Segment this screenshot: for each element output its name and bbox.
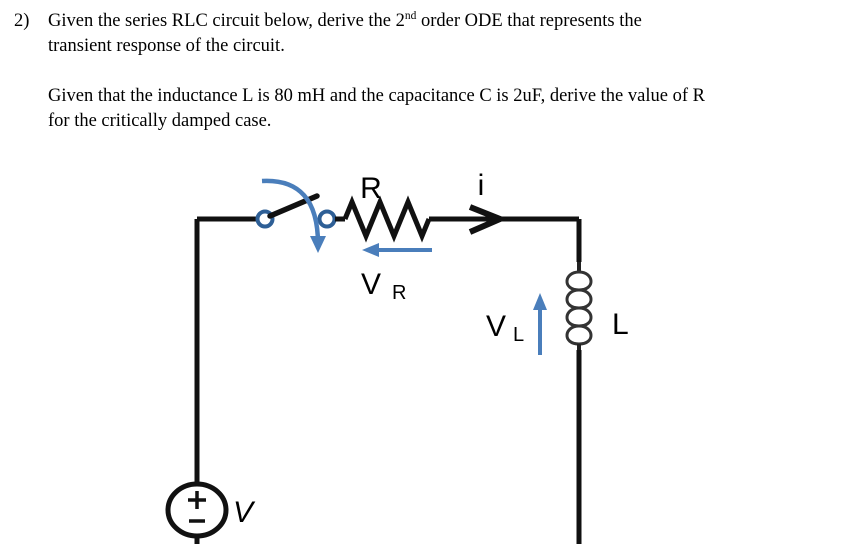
question-p1-superscript: nd xyxy=(404,9,417,22)
circuit-svg: V R xyxy=(165,169,629,544)
switch-arc-arrowhead xyxy=(310,236,326,253)
question-paragraph-2: Given that the inductance L is 80 mH and… xyxy=(48,84,838,134)
resistor-label: R xyxy=(360,172,382,205)
question-paragraph-1-line-2: transient response of the circuit. xyxy=(48,36,285,56)
resistor xyxy=(335,195,448,243)
question-paragraph-2-line-1: Given that the inductance L is 80 mH and… xyxy=(48,86,705,106)
question-p1-pre: Given the series RLC circuit below, deri… xyxy=(48,11,405,31)
inductor-voltage-label: V L xyxy=(486,310,524,346)
question-p1-post: order ODE that represents the xyxy=(416,11,642,31)
vl-label-sub: L xyxy=(513,324,524,346)
inductor xyxy=(565,262,593,352)
vl-label-main: V xyxy=(486,310,506,343)
question-block: 2) Given the series RLC circuit below, d… xyxy=(14,9,834,134)
switch-right-terminal-icon xyxy=(317,209,337,229)
inductor-loop-4 xyxy=(565,324,593,346)
switch-closing-arrow-icon xyxy=(261,178,326,253)
inductor-label: L xyxy=(612,308,629,341)
inductor-voltage-arrow-icon xyxy=(533,293,547,355)
voltage-source-plus-icon xyxy=(188,491,206,509)
question-first-line: 2) Given the series RLC circuit below, d… xyxy=(14,9,834,59)
inductor-loop-1 xyxy=(565,270,593,292)
resistor-voltage-arrow-icon xyxy=(362,243,432,257)
vr-arrow-head xyxy=(362,243,379,257)
inductor-loop-2 xyxy=(565,288,593,310)
inductor-loop-3 xyxy=(565,306,593,328)
question-paragraph-1: Given the series RLC circuit below, deri… xyxy=(48,9,834,59)
vr-label-sub: R xyxy=(392,282,406,304)
switch[interactable] xyxy=(255,193,337,229)
question-paragraph-2-line-2: for the critically damped case. xyxy=(48,111,272,131)
question-number: 2) xyxy=(14,11,30,31)
question-paragraph-1-line-1: Given the series RLC circuit below, deri… xyxy=(48,9,834,34)
resistor-zigzag-icon xyxy=(342,195,432,243)
circuit-diagram: V R xyxy=(0,150,863,544)
switch-arc-path xyxy=(261,178,321,245)
voltage-source xyxy=(165,481,229,539)
resistor-voltage-label: V R xyxy=(361,268,406,304)
current-label: i xyxy=(478,169,485,202)
vl-arrow-head xyxy=(533,293,547,310)
current-direction-arrow-icon xyxy=(468,204,508,235)
voltage-source-label: V xyxy=(233,496,256,529)
vr-label-main: V xyxy=(361,268,381,301)
